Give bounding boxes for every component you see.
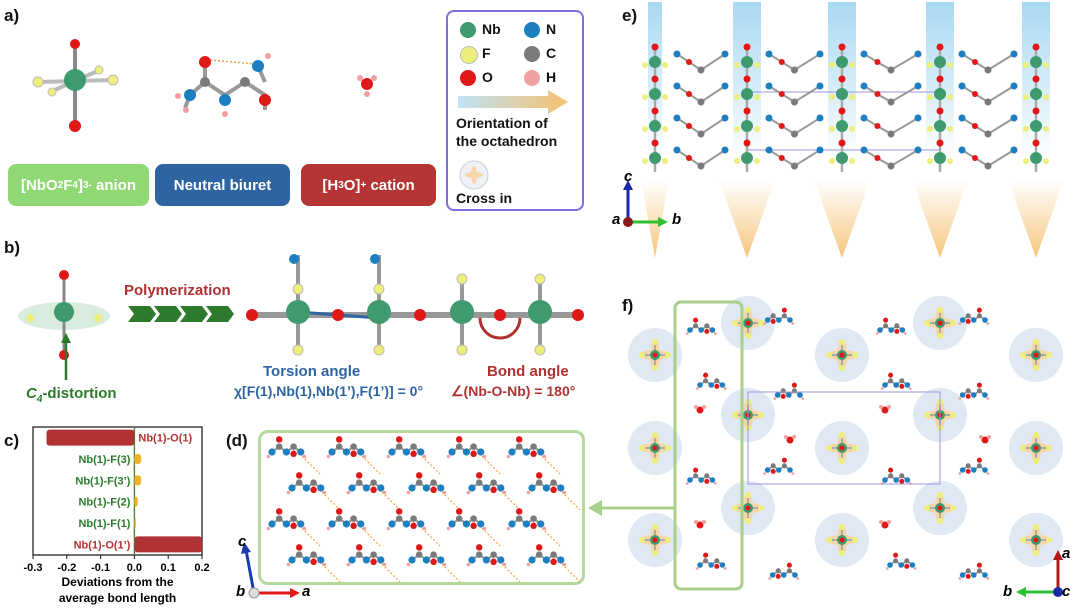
legend-label-f: F bbox=[482, 45, 491, 61]
axis-label-e-a: a bbox=[612, 211, 621, 228]
bar-3 bbox=[134, 496, 138, 507]
unit-cell-f bbox=[747, 391, 941, 485]
bar-5 bbox=[134, 536, 202, 553]
orientation-label-1: Orientation of bbox=[456, 115, 548, 131]
biuret-layer-molecules bbox=[266, 436, 581, 583]
bar-label-2: Nb(1)-F(3’) bbox=[75, 475, 130, 487]
bar-label-0: Nb(1)-O(1) bbox=[138, 433, 192, 445]
biuret-molecule bbox=[175, 53, 271, 117]
o-atom-icon bbox=[460, 70, 476, 86]
panel-label-a: a) bbox=[4, 6, 20, 25]
bar-label-3: Nb(1)-F(2) bbox=[78, 497, 130, 509]
panel-label-e: e) bbox=[622, 6, 638, 25]
polymerization-chevrons bbox=[128, 306, 234, 322]
crystal-e-network bbox=[642, 43, 1049, 172]
axis-label-f-c: c bbox=[1062, 583, 1071, 600]
bar-label-1: Nb(1)-F(3) bbox=[78, 454, 130, 466]
nbo2f4-anion-molecule bbox=[32, 39, 119, 132]
panel-label-f: f) bbox=[622, 296, 634, 315]
n-atom-icon bbox=[524, 22, 540, 38]
panel-label-c: c) bbox=[4, 431, 20, 450]
x-tick-label-0: -0.3 bbox=[24, 562, 43, 574]
cross-in-label: Cross in bbox=[456, 190, 513, 206]
axis-label-f-b: b bbox=[1003, 583, 1013, 600]
c4-distortion-label: C4-distortion bbox=[26, 385, 117, 405]
torsion-angle-value: χ[F(1),Nb(1),Nb(1’),F(1’)] = 0° bbox=[234, 383, 424, 399]
h-atom-icon bbox=[524, 70, 540, 86]
torsion-angle-title: Torsion angle bbox=[263, 363, 361, 380]
atom-legend: Nb N F C O H Orientation of the octahedr… bbox=[446, 10, 584, 211]
bar-4 bbox=[134, 518, 136, 528]
legend-label-n: N bbox=[546, 21, 557, 37]
bar-label-5: Nb(1)-O(1’) bbox=[74, 539, 131, 551]
x-axis-label-2: average bond length bbox=[59, 591, 176, 605]
orientation-beams bbox=[641, 2, 1064, 258]
x-tick-label-4: 0.1 bbox=[161, 562, 176, 574]
axis-label-e-c: c bbox=[624, 168, 633, 185]
x-tick-label-5: 0.2 bbox=[194, 562, 209, 574]
legend-label-o: O bbox=[482, 69, 493, 85]
x-axis-label-1: Deviations from the bbox=[61, 575, 173, 589]
axis-label-d-c: c bbox=[238, 533, 247, 550]
bar-2 bbox=[134, 475, 142, 486]
axis-label-f-a: a bbox=[1062, 545, 1071, 562]
axes-f bbox=[1016, 550, 1063, 597]
selection-box-f bbox=[673, 300, 744, 591]
legend-label-h: H bbox=[546, 69, 557, 85]
x-tick-label-1: -0.2 bbox=[57, 562, 76, 574]
hydronium-molecule bbox=[357, 75, 377, 97]
axis-label-d-a: a bbox=[302, 583, 311, 600]
axis-label-d-b: b bbox=[236, 583, 246, 600]
orientation-arrow-graphic bbox=[458, 90, 568, 190]
axis-label-e-b: b bbox=[672, 211, 682, 228]
biuret-tag: Neutral biuret bbox=[155, 164, 290, 206]
c-atom-icon bbox=[524, 46, 540, 62]
crystal-f-network bbox=[628, 296, 1063, 580]
bond-angle-title: Bond angle bbox=[487, 363, 569, 380]
legend-label-nb: Nb bbox=[482, 21, 501, 37]
panel-label-b: b) bbox=[4, 238, 21, 257]
biuret-layer-box bbox=[258, 430, 585, 585]
bar-1 bbox=[134, 454, 142, 464]
x-tick-label-2: -0.1 bbox=[91, 562, 110, 574]
chart-frame bbox=[32, 426, 203, 556]
nb-atom-icon bbox=[460, 22, 476, 38]
bond-angle-value: ∠(Nb-O-Nb) = 180° bbox=[451, 383, 576, 399]
bar-0 bbox=[46, 429, 135, 446]
axes-e bbox=[623, 180, 668, 227]
f-atom-icon bbox=[460, 46, 478, 64]
bar-label-4: Nb(1)-F(1) bbox=[78, 518, 130, 530]
panel-label-d: (d) bbox=[226, 431, 248, 450]
x-tick-label-3: 0.0 bbox=[127, 562, 142, 574]
orientation-label-2: the octahedron bbox=[456, 133, 558, 149]
polymerization-label: Polymerization bbox=[124, 282, 231, 299]
legend-label-c: C bbox=[546, 45, 557, 61]
